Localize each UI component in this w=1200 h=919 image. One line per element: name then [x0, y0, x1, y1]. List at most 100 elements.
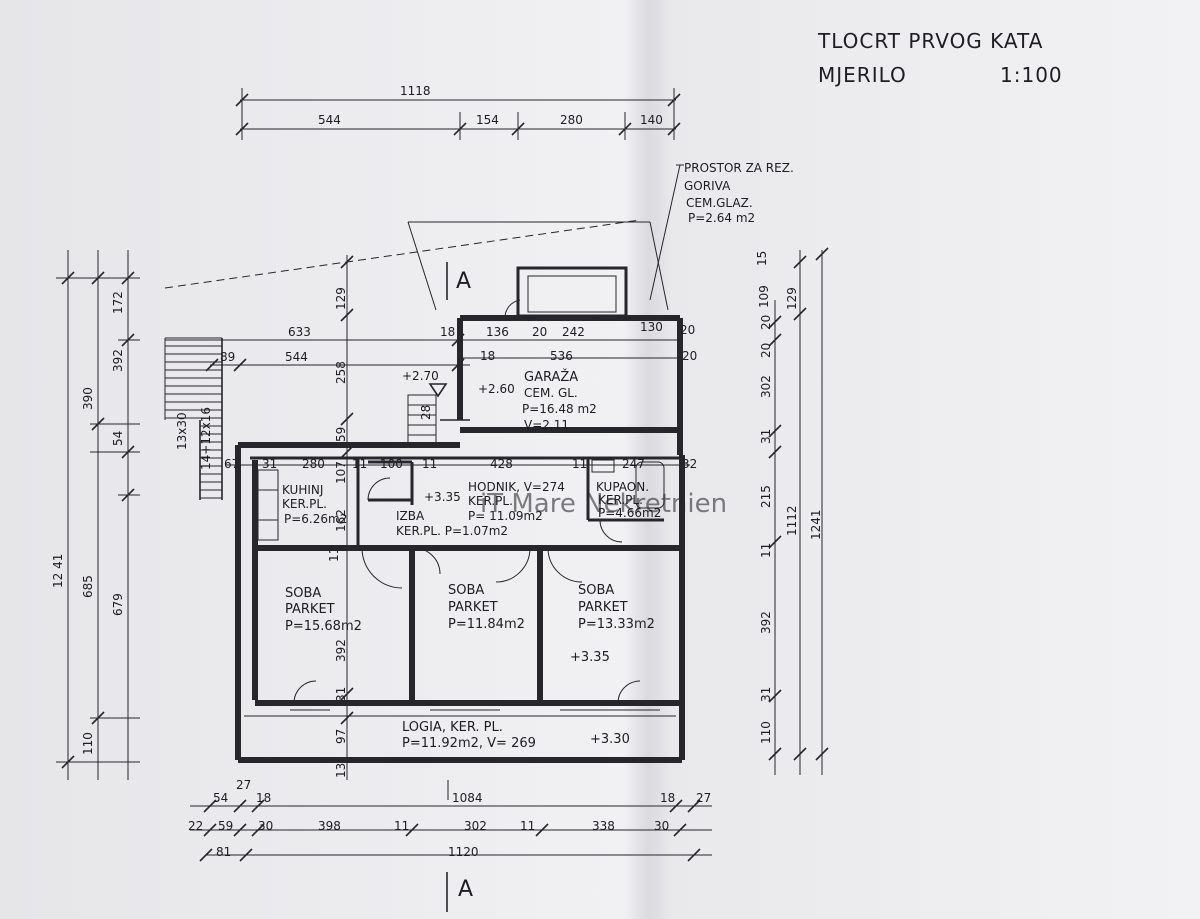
- dim-b-398: 398: [318, 819, 341, 833]
- dim-g-20a: 20: [532, 325, 547, 339]
- room2-floor: PARKET: [448, 600, 498, 615]
- dim-c-129: 129: [334, 287, 348, 310]
- dim-b-27b: 27: [696, 791, 711, 805]
- room3-area: P=13.33m2: [578, 617, 655, 632]
- scale-value: 1:100: [1000, 63, 1063, 87]
- dim-r-11: 11: [759, 543, 773, 558]
- section-mark-top: A: [446, 262, 471, 300]
- dim-g-536: 536: [550, 349, 573, 363]
- section-label-top: A: [456, 269, 471, 294]
- loggia-level: +3.30: [590, 732, 630, 747]
- top-dimension-chain: 1118 544 154 280 140: [235, 84, 681, 140]
- dim-left-633: 633: [288, 325, 311, 339]
- loggia-name: LOGIA, KER. PL.: [402, 720, 503, 735]
- terrain-line: [164, 219, 669, 311]
- dim-i-32: 32: [682, 457, 697, 471]
- dim-r-129: 129: [785, 287, 799, 310]
- dim-b-54: 54: [213, 791, 228, 805]
- garage-level: +2.60: [478, 382, 515, 396]
- room1-area: P=15.68m2: [285, 619, 362, 634]
- dim-g-242: 242: [562, 325, 585, 339]
- dim-r-302: 302: [759, 375, 773, 398]
- room3-level: +3.35: [570, 650, 610, 665]
- dim-left-in-3: 54: [111, 431, 125, 446]
- dim-g-18b: 18: [480, 349, 495, 363]
- dim-misc-28: 28: [419, 405, 433, 420]
- storage-label-3: CEM.GLAZ.: [686, 196, 753, 210]
- room2-area: P=11.84m2: [448, 617, 525, 632]
- dim-r-392: 392: [759, 611, 773, 634]
- dim-r-1241: 1241: [809, 509, 823, 540]
- dim-c-392: 392: [334, 639, 348, 662]
- storage-label-4: P=2.64 m2: [688, 211, 755, 225]
- dim-i-247: 247: [622, 457, 645, 471]
- dim-r-31b: 31: [759, 687, 773, 702]
- dim-c-162: 162: [334, 509, 348, 532]
- dim-r-20b: 20: [759, 343, 773, 358]
- dim-b-1120: 1120: [448, 845, 479, 859]
- dim-i-428: 428: [490, 457, 513, 471]
- left-vertical-chains: 12 41 390 685 110 172 392 54 679: [51, 250, 140, 780]
- dim-b-18a: 18: [256, 791, 271, 805]
- kitchen-floor: KER.PL.: [282, 497, 327, 511]
- scale-label: MJERILO: [818, 63, 907, 87]
- dim-g-130: 130: [640, 320, 663, 334]
- room1-floor: PARKET: [285, 602, 335, 617]
- dim-b-30b: 30: [654, 819, 669, 833]
- bath-floor: KER.PL.: [598, 493, 643, 507]
- plan-title: TLOCRT PRVOG KATA: [817, 29, 1043, 53]
- dim-c-97: 97: [334, 729, 348, 744]
- dim-left-mid-3: 110: [81, 732, 95, 755]
- garage-area: P=16.48 m2: [522, 402, 597, 416]
- dim-c-59: 59: [334, 427, 348, 442]
- section-mark-bottom: A: [446, 872, 473, 912]
- dim-g-18a: 18: [440, 325, 455, 339]
- section-label-bottom: A: [458, 877, 473, 902]
- hall-level: +3.35: [424, 490, 461, 504]
- dim-c-31: 31: [334, 687, 348, 702]
- dim-left-in-4: 679: [111, 593, 125, 616]
- dim-c-107: 107: [334, 461, 348, 484]
- stair-dim-2: 14+12x16: [199, 407, 213, 470]
- stair-dim-1: 13x30: [175, 412, 189, 450]
- kitchen-name: KUHINJ: [282, 483, 323, 497]
- dim-b-30a: 30: [258, 819, 273, 833]
- dim-g-136: 136: [486, 325, 509, 339]
- dim-left-89: 89: [220, 350, 235, 364]
- dim-b-11b: 11: [520, 819, 535, 833]
- dim-top-4: 140: [640, 113, 663, 127]
- dim-i-11a: 11: [352, 457, 367, 471]
- exterior-stair: 13x30 14+12x16: [164, 337, 223, 500]
- garage-volume: V=2.11: [524, 418, 569, 432]
- dim-b-1084: 1084: [452, 791, 483, 805]
- dim-b-11a: 11: [394, 819, 409, 833]
- garage-name: GARAŽA: [524, 369, 578, 385]
- dim-r-20a: 20: [759, 315, 773, 330]
- room-labels: KUHINJ KER.PL. P=6.26m2 IZBA KER.PL. P=1…: [282, 480, 661, 751]
- dim-b-22: 22: [188, 819, 203, 833]
- room2-name: SOBA: [448, 583, 484, 598]
- dim-g-20b: 20: [680, 323, 695, 337]
- room3-name: SOBA: [578, 583, 614, 598]
- garage-block: 18 136 20 242 130 20 18 536 20 +2.60 GAR…: [402, 266, 697, 455]
- hall-name: HODNIK, V=274: [468, 480, 565, 494]
- dim-top-3: 280: [560, 113, 583, 127]
- dim-r-109: 109: [757, 285, 771, 308]
- dim-r-1112: 1112: [785, 505, 799, 536]
- dim-left-in-2: 392: [111, 349, 125, 372]
- dim-c-13: 13: [334, 763, 348, 778]
- bottom-dimension-chains: 1084 54 27 18 18 27 22 59 30 398 11 302 …: [188, 778, 712, 862]
- apartment-walls: [235, 394, 685, 763]
- dim-r-31a: 31: [759, 429, 773, 444]
- storage-label-1: PROSTOR ZA REZ.: [684, 161, 794, 175]
- dim-b-18b: 18: [660, 791, 675, 805]
- storage-annotation: PROSTOR ZA REZ. GORIVA CEM.GLAZ. P=2.64 …: [649, 161, 794, 301]
- dim-b-27a: 27: [236, 778, 251, 792]
- loggia-area: P=11.92m2, V= 269: [402, 736, 536, 751]
- hall-floor: KER.PL.: [468, 494, 513, 508]
- kitchen-area: P=6.26m2: [284, 512, 347, 526]
- dim-b-338: 338: [592, 819, 615, 833]
- entry-level: +2.70: [402, 369, 439, 383]
- bath-name: KUPAON.: [596, 480, 649, 494]
